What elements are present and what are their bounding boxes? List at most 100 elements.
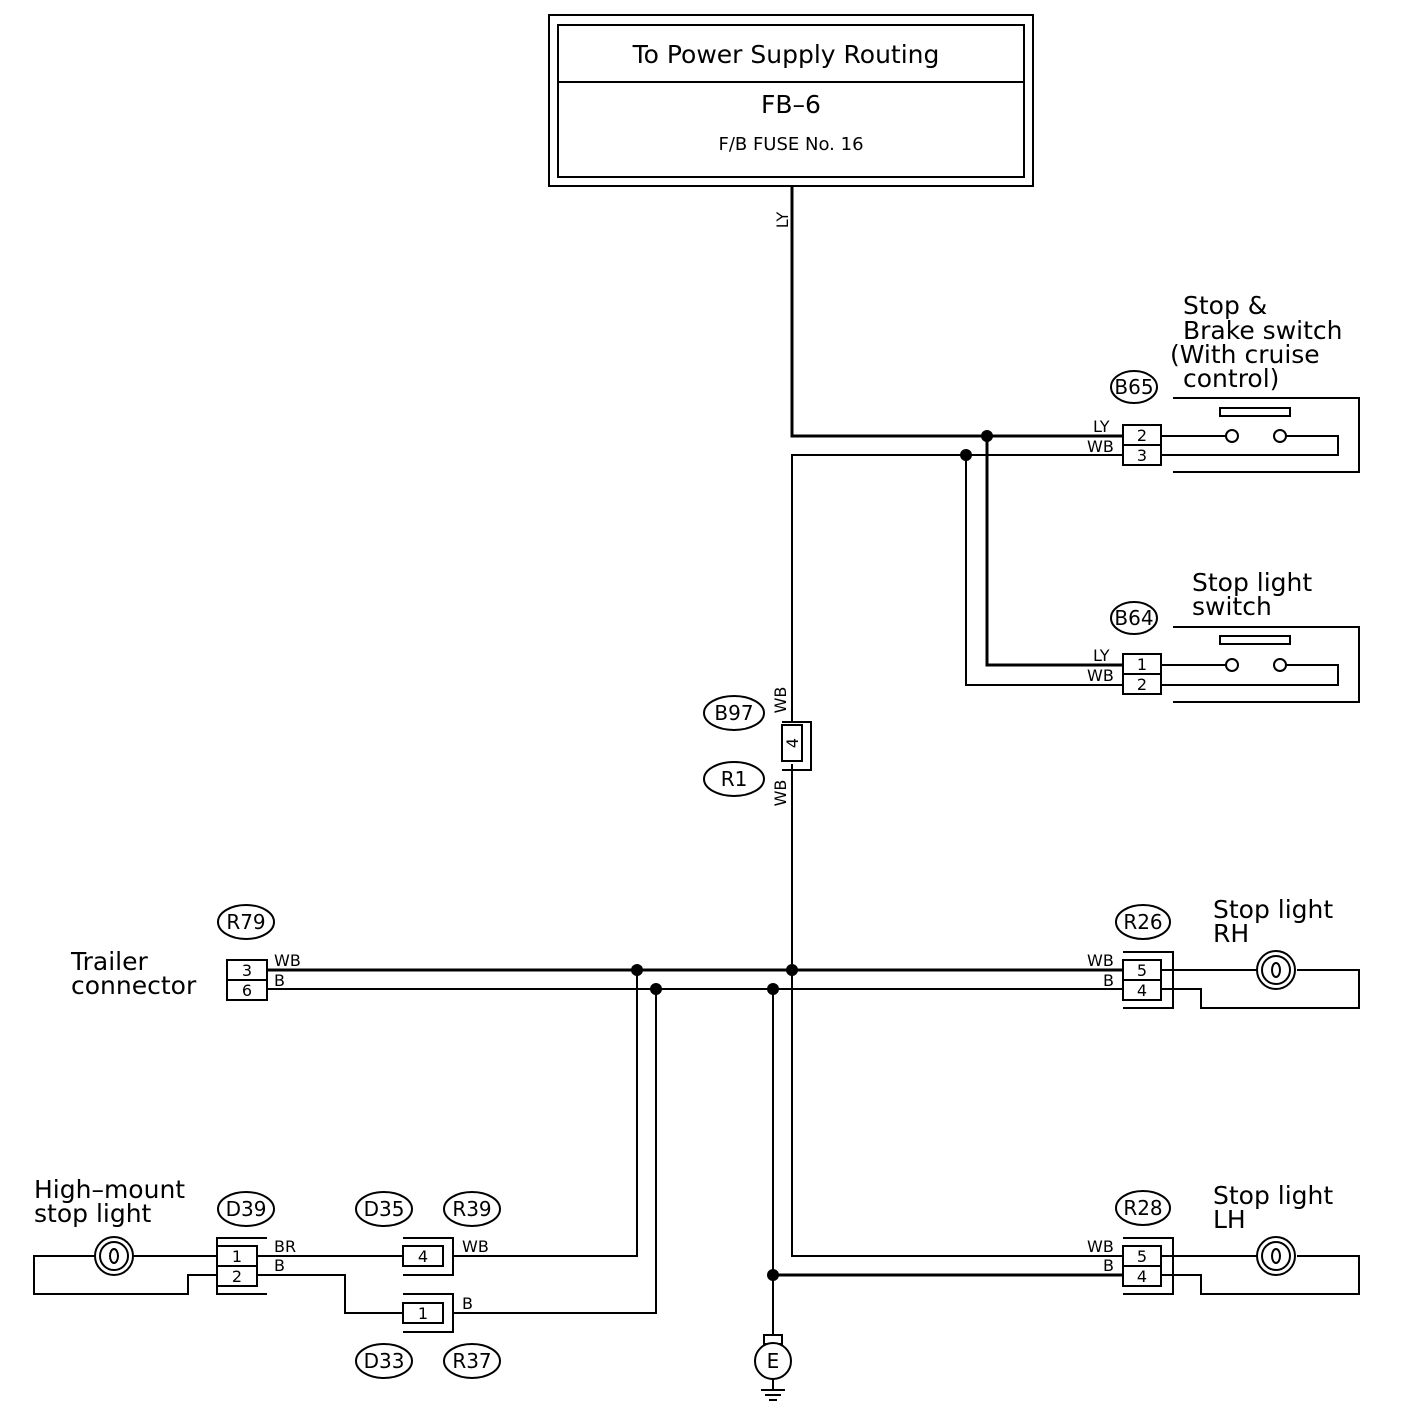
wire-wb-r1 [791,764,1123,1257]
junction-dot [767,983,779,995]
high-mount-stop-light: High–mount stop light D39 1 2 BR B [33,1175,296,1295]
wire-label-ly: LY [773,211,792,228]
junctions [631,430,993,1281]
wire-label-wb-r1: WB [771,780,790,807]
junction-dot [960,449,972,461]
wire-label-wb-r26: WB [1087,951,1114,970]
connector-id-b65: B65 [1114,375,1153,399]
stop-brake-label-4: control) [1183,364,1279,393]
pin-r26-a: 5 [1137,961,1147,980]
hm-label-1: High–mount [34,1175,185,1204]
pin-d35: 4 [418,1247,428,1266]
pin-b64-b: 2 [1137,675,1147,694]
connector-tag-r79 [217,904,275,940]
wire-label-b-r37: B [462,1294,473,1313]
wire-ly-main [790,187,1123,438]
connector-d35 [402,1245,444,1267]
junction-dot [767,1269,779,1281]
pin-r28-b: 4 [1137,1267,1147,1286]
inline-connector-b97-r1: B97 R1 WB WB 4 [703,687,812,807]
wire-wb-b65 [791,454,1123,722]
connector-id-r1: R1 [721,767,748,791]
lh-label-1: Stop light [1213,1181,1333,1210]
stop-light-lh: Stop light LH R28 WB B 5 4 [1087,1181,1360,1295]
connector-id-d39: D39 [226,1197,267,1221]
wire-label-wb-b65: WB [1087,437,1114,456]
junction-dot [786,964,798,976]
connector-id-r39: R39 [452,1197,491,1221]
wire-ly-b64 [985,436,1123,667]
connector-d33 [402,1302,444,1324]
pin-b97: 4 [783,738,802,748]
connector-id-b64: B64 [1114,606,1153,630]
wire-b-d39 [267,1274,403,1314]
wire-label-br-d39: BR [274,1237,296,1256]
wire-label-wb-r79: WB [274,951,301,970]
connector-id-b97: B97 [714,701,753,725]
junction-dot [981,430,993,442]
power-supply-title: To Power Supply Routing [632,40,940,69]
wire-label-b-r28: B [1103,1256,1114,1275]
connector-tag-b65 [1110,370,1158,404]
stop-switch-label-2: switch [1192,592,1272,621]
inline-connector-d35-r39: D35 R39 4 WB [355,1191,501,1276]
inline-connector-d33-r37: 1 B D33 R37 [355,1293,501,1379]
connector-tag-r1 [703,761,765,797]
wire-label-ly-b65: LY [1093,417,1110,436]
junction-dot [631,964,643,976]
pin-r28-a: 5 [1137,1247,1147,1266]
connector-b97 [781,724,803,762]
pin-d33: 1 [418,1304,428,1323]
bulb-icon [94,1236,134,1276]
fuse-code: FB–6 [761,90,821,119]
connector-id-r37: R37 [452,1349,491,1373]
connector-tag-r28 [1115,1190,1171,1226]
stop-light-switch: Stop light switch B64 LY WB 1 2 [1087,568,1360,703]
stop-brake-switch: Stop & Brake switch (With cruise control… [1087,291,1360,473]
stop-brake-label-1: Stop & [1183,291,1267,320]
connector-id-r28: R28 [1123,1196,1162,1220]
rh-label-1: Stop light [1213,895,1333,924]
connector-id-d35: D35 [364,1197,405,1221]
trailer-label-1: Trailer [70,947,148,976]
wire-label-b-r26: B [1103,971,1114,990]
stop-switch-label-1: Stop light [1192,568,1312,597]
wire-wb-b64 [965,455,1123,686]
connector-tag-r26 [1115,904,1171,940]
wire-label-wb-r28: WB [1087,1237,1114,1256]
stop-light-rh: Stop light RH R26 WB B 5 4 [1087,895,1360,1009]
connector-tag-d33 [355,1343,413,1379]
stop-brake-label-2: Brake switch [1183,316,1342,345]
pin-b64-a: 1 [1137,655,1147,674]
rh-label-2: RH [1213,919,1249,948]
connector-tag-r39 [443,1191,501,1227]
junction-dot [650,983,662,995]
wiring [267,187,1123,1335]
wire-label-wb-r39: WB [462,1237,489,1256]
ground-symbol: E [754,1334,792,1401]
pin-b65-b: 3 [1137,446,1147,465]
connector-tag-d39 [217,1191,275,1227]
connector-tag-b64 [1110,601,1158,635]
wire-label-wb-b97: WB [771,687,790,714]
trailer-connector: Trailer connector R79 3 6 WB B [70,904,301,1001]
fuse-description: F/B FUSE No. 16 [718,134,863,155]
stop-brake-label-3: (With cruise [1170,340,1320,369]
pin-r26-b: 4 [1137,981,1147,1000]
hm-label-2: stop light [34,1199,152,1228]
connector-id-r26: R26 [1123,910,1162,934]
pin-b65-a: 2 [1137,426,1147,445]
wire-wb-d35 [453,970,638,1257]
connector-id-r79: R79 [226,910,265,934]
trailer-label-2: connector [71,971,197,1000]
bulb-icon [1256,950,1296,990]
pin-r79-b: 6 [242,981,252,1000]
wire-b-d33 [453,989,657,1314]
wire-label-wb-b64: WB [1087,666,1114,685]
connector-tag-d35 [355,1191,413,1227]
wire-label-b-d39: B [274,1256,285,1275]
pin-r79-a: 3 [242,961,252,980]
connector-id-d33: D33 [364,1349,405,1373]
bulb-icon [1256,1236,1296,1276]
